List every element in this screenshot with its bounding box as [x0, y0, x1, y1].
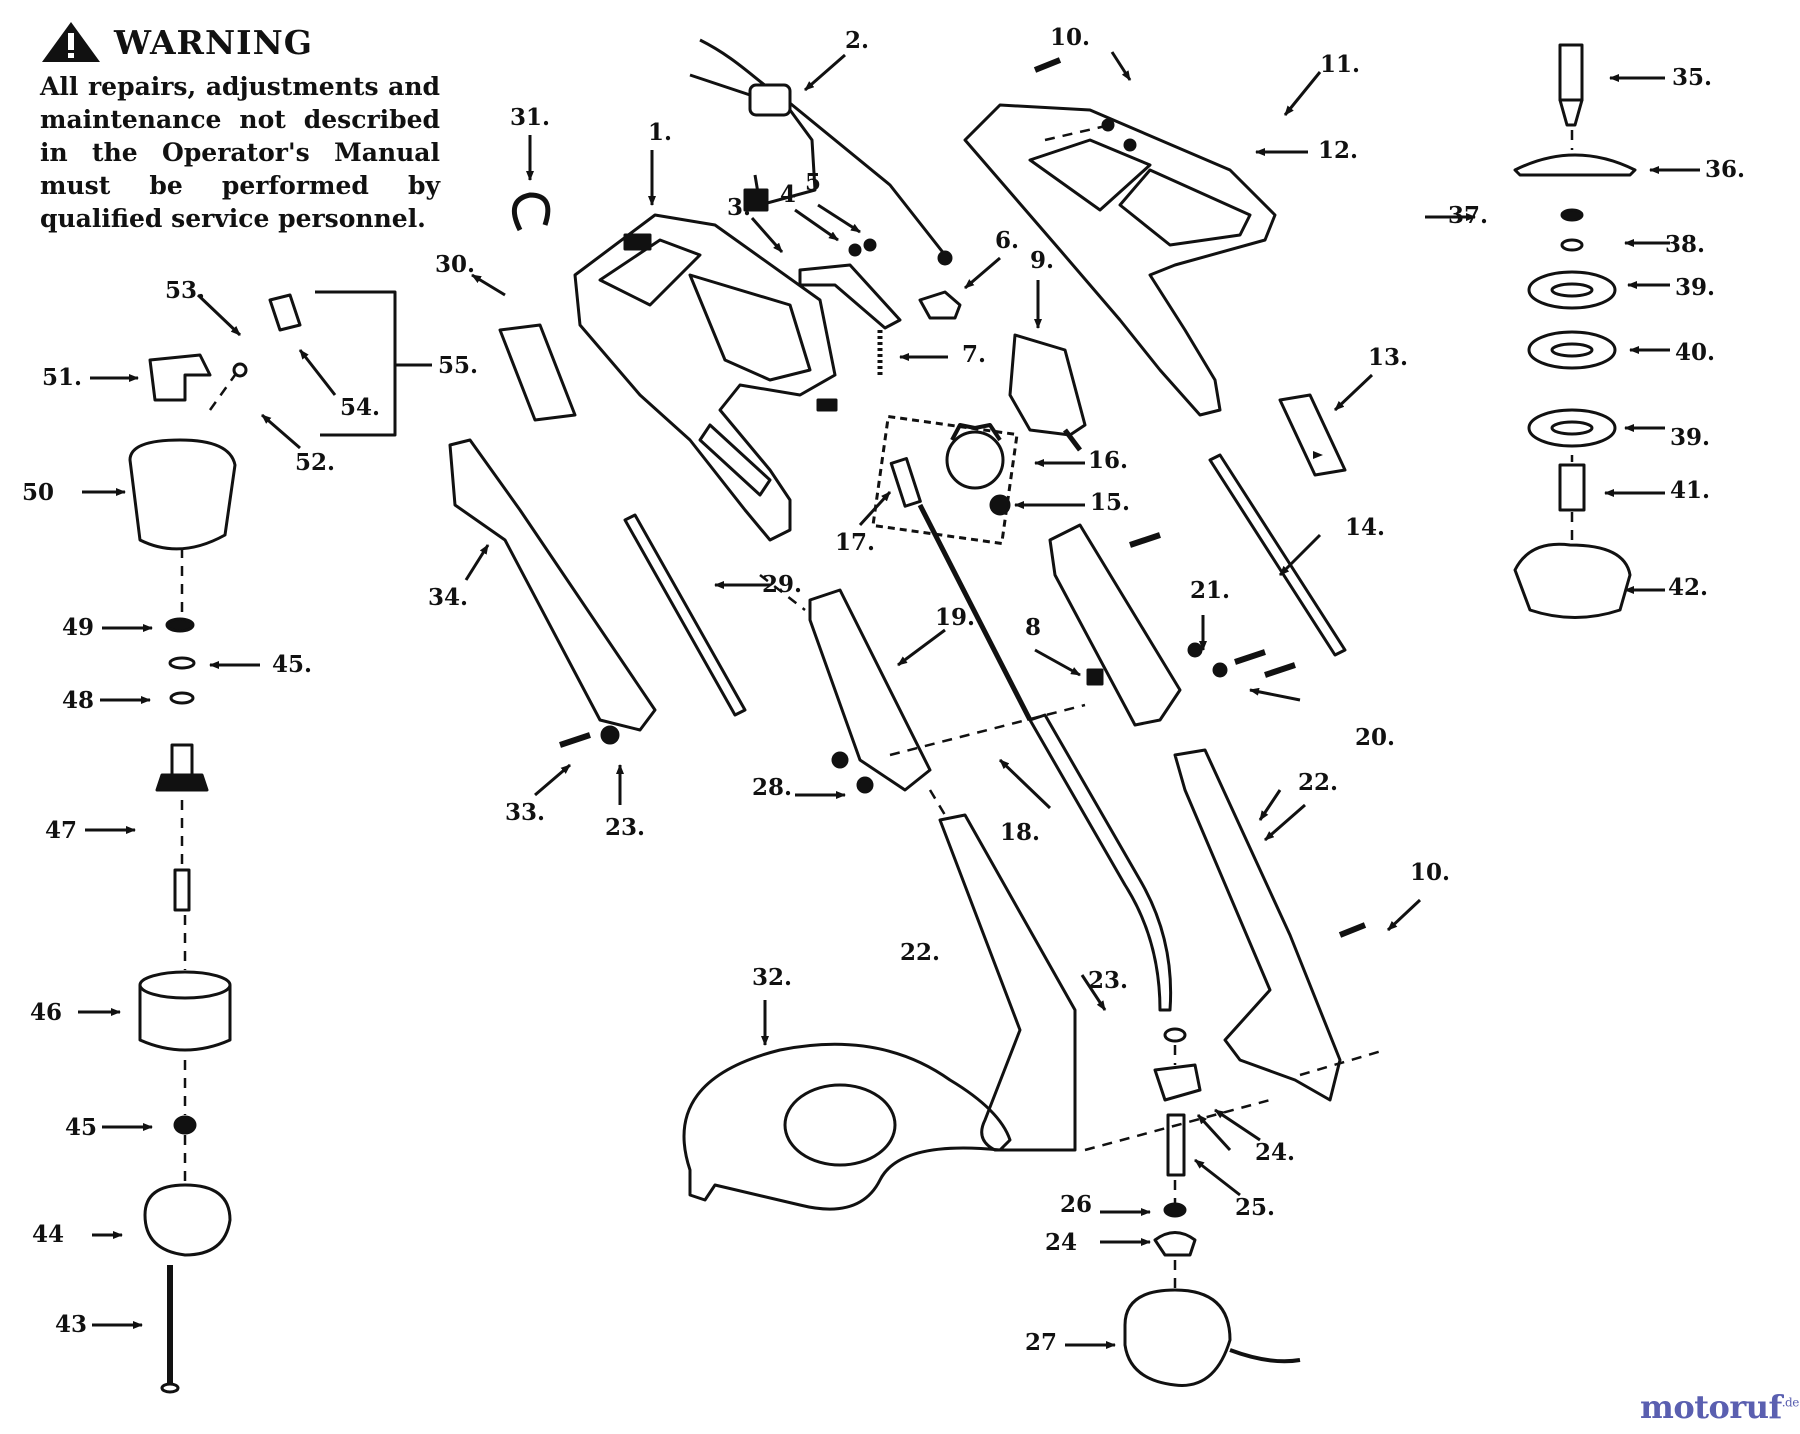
callout-22-right: 22. — [1298, 769, 1339, 796]
part-strips — [498, 323, 1347, 717]
callout-13: 13. — [1368, 344, 1409, 371]
callout-26: 26 — [1060, 1191, 1093, 1218]
callout-10-top: 10. — [1050, 24, 1091, 51]
callout-23-left: 23. — [605, 814, 646, 841]
part-handle-bar — [448, 438, 657, 748]
callout-50: 50 — [22, 479, 55, 506]
callout-2: 2. — [845, 27, 870, 54]
callout-12: 12. — [1318, 137, 1359, 164]
callout-19: 19. — [935, 604, 976, 631]
part-gear — [871, 414, 1019, 546]
brand-suffix: .de — [1781, 1395, 1800, 1410]
callout-36: 36. — [1705, 156, 1746, 183]
callout-33: 33. — [505, 799, 546, 826]
callout-8: 8 — [1025, 614, 1042, 641]
callout-37: 37. — [1448, 202, 1489, 229]
callout-48: 48 — [62, 687, 95, 714]
callout-16: 16. — [1088, 447, 1129, 474]
callout-28: 28. — [752, 774, 793, 801]
callout-20: 20. — [1355, 724, 1396, 751]
callout-15: 15. — [1090, 489, 1131, 516]
part-guard — [682, 1042, 1012, 1211]
part-switch-lever — [798, 238, 962, 375]
part-clamp — [1048, 523, 1296, 727]
callout-54: 54. — [340, 394, 381, 421]
callout-31: 31. — [510, 104, 551, 131]
callout-30: 30. — [435, 251, 476, 278]
part-switch-wires — [689, 38, 953, 266]
callout-7: 7. — [962, 341, 987, 368]
callout-10-bottom: 10. — [1410, 859, 1451, 886]
leader-arrows — [78, 51, 1700, 1349]
callout-42: 42. — [1668, 574, 1709, 601]
callout-34: 34. — [428, 584, 469, 611]
assembly-lines — [180, 123, 1574, 1290]
callout-9: 9. — [1030, 247, 1055, 274]
callout-23-right: 23. — [1088, 967, 1129, 994]
callout-3: 3. — [727, 194, 752, 221]
callout-39-upper: 39. — [1675, 274, 1716, 301]
callout-43: 43 — [55, 1311, 88, 1338]
warning-title-row: WARNING — [40, 20, 440, 64]
part-lower-tube-right — [1173, 748, 1367, 1102]
parts-outlines — [128, 38, 1637, 1394]
callout-18: 18. — [1000, 819, 1041, 846]
part-handle-left — [573, 213, 838, 542]
callout-22-left: 22. — [900, 939, 941, 966]
brand-name: motoruf — [1640, 1388, 1782, 1426]
warning-text: All repairs, adjustments and maintenance… — [40, 72, 440, 233]
callout-41: 41. — [1670, 477, 1711, 504]
part-handle-right — [963, 57, 1277, 417]
warning-block: WARNING All repairs, adjustments and mai… — [40, 20, 440, 235]
callout-38: 38. — [1665, 231, 1706, 258]
callout-35: 35. — [1672, 64, 1713, 91]
callout-25: 25. — [1235, 1194, 1276, 1221]
part-motor-assembly — [128, 293, 302, 1394]
part-lower-tube-left — [938, 813, 1077, 1152]
callout-4: 4 — [780, 181, 797, 208]
part-spool-assembly — [1513, 43, 1637, 619]
part-shaft-bracket — [808, 588, 932, 794]
callout-51: 51. — [42, 364, 83, 391]
callout-40: 40. — [1675, 339, 1716, 366]
callout-52: 52. — [295, 449, 336, 476]
callout-49: 49 — [62, 614, 95, 641]
callout-5: 5 — [805, 169, 822, 196]
part-drive-shaft — [889, 457, 1173, 1012]
callout-21: 21. — [1190, 577, 1231, 604]
brand-watermark: motoruf.de — [1640, 1388, 1799, 1426]
callout-17: 17. — [835, 529, 876, 556]
warning-title: WARNING — [114, 22, 313, 62]
callout-47: 47 — [45, 817, 78, 844]
callout-45-upper: 45. — [272, 651, 313, 678]
callout-45-lower: 45 — [65, 1114, 98, 1141]
callout-44: 44 — [32, 1221, 65, 1248]
callout-27: 27 — [1025, 1329, 1058, 1356]
part-motor — [1008, 333, 1087, 452]
callout-1: 1. — [648, 119, 673, 146]
callout-53: 53. — [165, 277, 206, 304]
warning-triangle-icon — [42, 22, 100, 62]
part-latch — [511, 192, 551, 232]
callout-29: 29. — [762, 571, 803, 598]
callout-55: 55. — [438, 352, 479, 379]
callout-11: 11. — [1320, 51, 1361, 78]
callout-39-lower: 39. — [1670, 424, 1711, 451]
callout-6: 6. — [995, 227, 1020, 254]
callout-24-lower: 24 — [1045, 1229, 1078, 1256]
callout-46: 46 — [30, 999, 63, 1026]
callout-24-upper: 24. — [1255, 1139, 1296, 1166]
callout-14: 14. — [1345, 514, 1386, 541]
callout-32: 32. — [752, 964, 793, 991]
